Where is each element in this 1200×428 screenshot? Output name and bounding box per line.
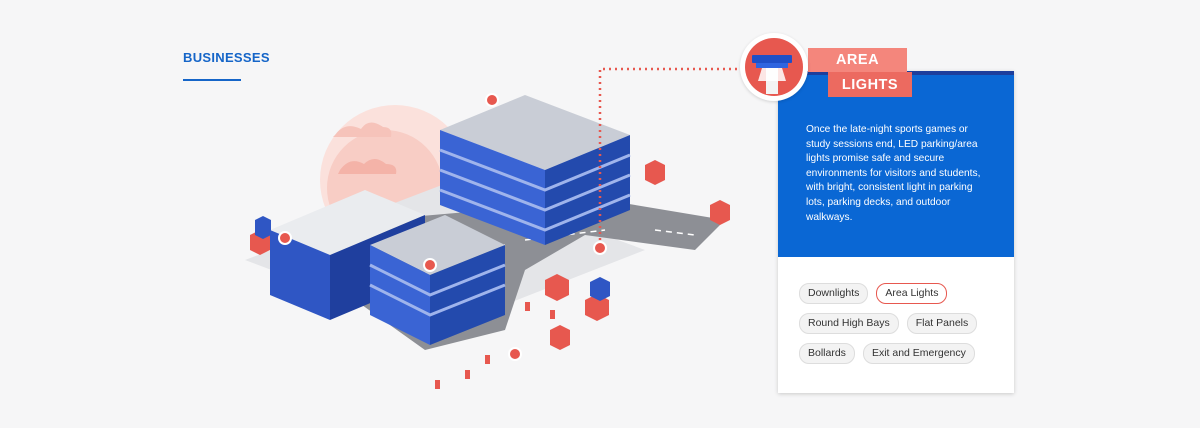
campus-illustration (245, 93, 730, 389)
tag-round-high-bays[interactable]: Round High Bays (799, 313, 899, 334)
cones (435, 302, 555, 389)
card-title-line2: LIGHTS (828, 72, 912, 97)
tag-exit-and-emergency[interactable]: Exit and Emergency (862, 343, 975, 364)
deck-middle-front (370, 245, 430, 345)
section-underline (183, 79, 241, 81)
cloud-shape (333, 122, 392, 137)
tag-flat-panels[interactable]: Flat Panels (906, 313, 978, 334)
deck-middle-side (430, 245, 505, 345)
tower-roof (440, 95, 630, 170)
deck-middle-roof (370, 215, 505, 275)
building-left-roof (270, 190, 425, 255)
hotspot-markers (278, 93, 607, 361)
card-title-line1: AREA (808, 48, 907, 72)
product-tags: Downlights Area Lights Round High Bays F… (799, 283, 999, 364)
card-title-badge: AREA LIGHTS (808, 48, 912, 98)
card-header-panel: Once the late-night sports games or stud… (778, 71, 1014, 257)
cloud-shape (338, 159, 397, 174)
tag-downlights[interactable]: Downlights (799, 283, 869, 304)
deck-middle-stripes (369, 263, 506, 317)
building-left-front (270, 230, 330, 320)
section-title: BUSINESSES (183, 50, 270, 65)
product-card: Once the late-night sports games or stud… (778, 71, 1014, 393)
card-description: Once the late-night sports games or stud… (806, 124, 981, 223)
area-light-icon (740, 33, 808, 101)
tag-area-lights[interactable]: Area Lights (876, 283, 948, 304)
tag-bollards[interactable]: Bollards (799, 343, 855, 364)
